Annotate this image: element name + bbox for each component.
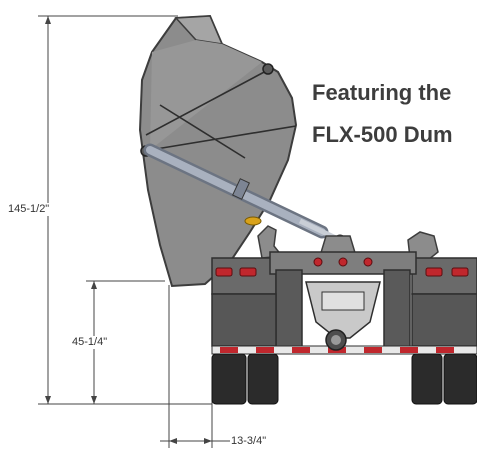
pintle-hitch — [325, 329, 347, 351]
lower-frame-left — [211, 293, 277, 347]
cylinder-collar — [232, 178, 250, 200]
bucket-brace-2 — [159, 104, 246, 159]
center-light-3 — [363, 257, 373, 267]
tire-left-outer — [211, 353, 247, 405]
tire-right-inner — [411, 353, 443, 405]
center-light-1 — [313, 257, 323, 267]
hopper-gate — [321, 291, 365, 311]
pivot-height-label: 45-1/4" — [71, 336, 109, 349]
tires — [211, 353, 477, 405]
right-frame-rail — [383, 269, 411, 349]
tire-left-inner — [247, 353, 279, 405]
bucket-brace-1 — [145, 69, 269, 136]
tail-light-right-2 — [451, 267, 469, 277]
bucket-brace-3 — [149, 125, 297, 151]
tail-light-left-1 — [215, 267, 233, 277]
center-light-2 — [338, 257, 348, 267]
bucket-side-panel-shade — [150, 40, 262, 150]
tire-right-outer — [443, 353, 477, 405]
tail-lights — [215, 257, 469, 277]
headline-line-1: Featuring the — [312, 80, 452, 105]
bucket-hinge-top — [262, 63, 274, 75]
dimension-arrowheads — [45, 16, 212, 444]
tail-light-right-1 — [425, 267, 443, 277]
lower-frame-right — [411, 293, 477, 347]
total-height-label: 145-1/2" — [7, 203, 51, 216]
tail-light-left-2 — [239, 267, 257, 277]
amber-marker-light — [244, 216, 262, 226]
left-frame-rail — [275, 269, 303, 349]
rear-offset-label: 13-3/4" — [230, 435, 268, 448]
headline-line-2: FLX-500 Dum — [312, 122, 453, 147]
